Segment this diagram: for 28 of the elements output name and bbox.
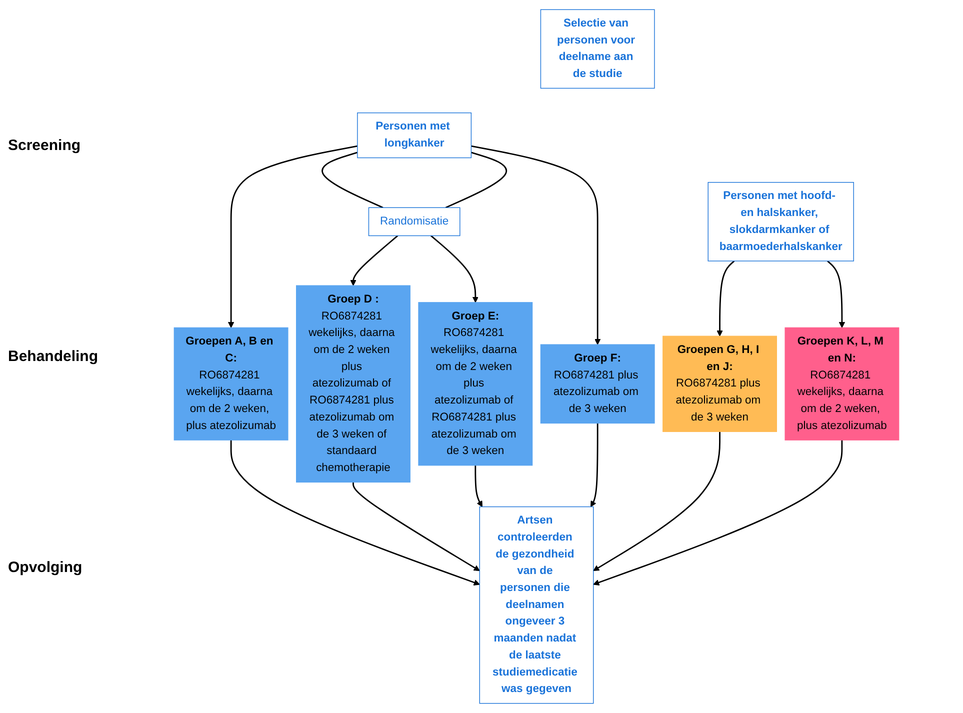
node-box: Groepen K, L, M en N: RO6874281 wekelijks, daarna om de 2 weken, plus atezolizumab xyxy=(784,327,900,440)
arrow xyxy=(350,235,398,286)
arrow xyxy=(593,432,720,572)
node-box: Personen met hoofd- en halskanker, slokdarmkanker of baarmoederhalskanker xyxy=(708,182,854,262)
node-box: Personen met longkanker xyxy=(357,112,472,158)
connector xyxy=(322,152,384,208)
node-box: Groepen G, H, I en J: RO6874281 plus atezolizumab om de 3 weken xyxy=(662,336,777,432)
node-box: Groep F: RO6874281 plus atezolizumab om de 3 weken xyxy=(540,344,655,424)
arrow xyxy=(826,260,846,328)
stage-label: Opvolging xyxy=(7,559,84,576)
node-box: Artsen controleerden de gezondheid van de personen die deelnamen ongeveer 3 maanden nadat de laatste studiemedicatie was gegeven xyxy=(479,506,594,704)
node-box: Groep E: RO6874281 wekelijks, daarna om de 2 weken plus atezolizumab of RO6874281 plus atezolizumab om de 3 weken xyxy=(418,302,533,466)
arrow xyxy=(474,465,482,508)
arrow xyxy=(716,260,735,336)
connector xyxy=(445,152,508,208)
node-box: Selectie van personen voor deelname aan de studie xyxy=(540,9,655,89)
arrow xyxy=(230,440,480,586)
stage-label: Behandeling xyxy=(7,348,100,365)
arrow xyxy=(590,423,598,508)
arrow xyxy=(352,482,480,572)
arrow xyxy=(430,235,478,303)
arrow xyxy=(593,440,843,586)
node-box: Groep D : RO6874281 wekelijks, daarna om de 2 weken plus atezolizumab of RO6874281 plus atezolizumab om de 3 weken of standaard chemotherapie xyxy=(296,285,410,483)
stage-label: Screening xyxy=(7,137,82,154)
node-box: Randomisatie xyxy=(368,207,460,236)
arrow xyxy=(471,145,601,345)
arrow xyxy=(228,145,358,328)
node-box: Groepen A, B en C: RO6874281 wekelijks, daarna om de 2 weken, plus atezolizumab xyxy=(174,327,288,440)
